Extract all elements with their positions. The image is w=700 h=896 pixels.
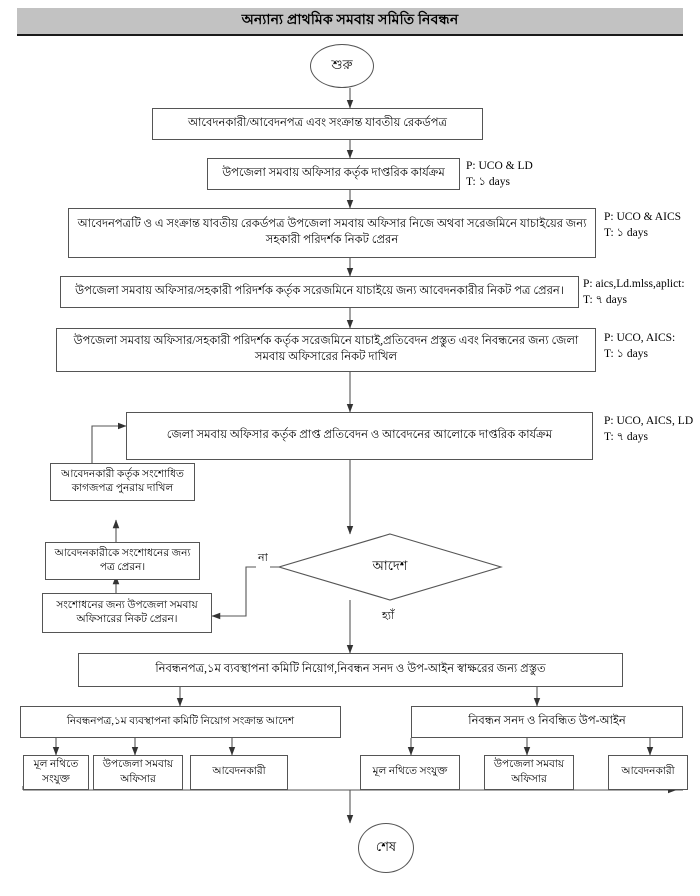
approval-branch-right-text: নিবন্ধন সনদ ও নিবন্ধিত উপ-আইন xyxy=(468,715,626,728)
process-box-step5: উপজেলা সমবায় অফিসার/সহকারী পরিদর্শক কর্… xyxy=(56,328,596,372)
recipient-left-1-text: মূল নথিতে সংযুক্ত xyxy=(33,759,79,785)
decision-label: আদেশ xyxy=(372,557,408,573)
decision-yes-label: হ্যাঁ xyxy=(380,607,397,626)
end-terminal: শেষ xyxy=(358,823,414,873)
step2-text: উপজেলা সমবায় অফিসার কর্তৃক দাপ্তরিক কার… xyxy=(222,167,445,180)
approval-prepare-text: নিবন্ধনপত্র,১ম ব্যবস্থাপনা কমিটি নিয়োগ,… xyxy=(155,663,546,676)
recipient-box-right-3: আবেদনকারী xyxy=(608,755,688,790)
note-step2-p: P: UCO & LD xyxy=(466,160,533,172)
approval-branch-left-text: নিবন্ধনপত্র,১ম ব্যবস্থাপনা কমিটি নিয়োগ … xyxy=(66,715,295,727)
process-box-step1: আবেদনকারী/আবেদনপত্র এবং সংক্রান্ত যাবতীয… xyxy=(152,108,483,140)
note-step2: P: UCO & LD T: ১ days xyxy=(466,159,533,190)
recipient-box-right-2: উপজেলা সমবায় অফিসার xyxy=(484,755,574,790)
recipient-right-2-text: উপজেলা সমবায় অফিসার xyxy=(493,759,565,785)
approval-box-branch-right: নিবন্ধন সনদ ও নিবন্ধিত উপ-আইন xyxy=(411,706,683,738)
process-box-step3: আবেদনপত্রটি ও এ সংক্রান্ত যাবতীয় রেকর্ড… xyxy=(68,208,596,258)
start-terminal: শুরু xyxy=(310,44,374,88)
correction-resubmit-text: আবেদনকারী কর্তৃক সংশোধিত কাগজপত্র পুনরায… xyxy=(61,468,184,494)
step4-text: উপজেলা সমবায় অফিসার/সহকারী পরিদর্শক কর্… xyxy=(75,285,564,298)
note-step5: P: UCO, AICS: T: ১ days xyxy=(604,331,675,362)
recipient-left-2-text: উপজেলা সমবায় অফিসার xyxy=(102,759,174,785)
process-box-step2: উপজেলা সমবায় অফিসার কর্তৃক দাপ্তরিক কার… xyxy=(207,158,460,190)
decision-no-label: না xyxy=(256,549,270,568)
process-box-step4: উপজেলা সমবায় অফিসার/সহকারী পরিদর্শক কর্… xyxy=(60,276,579,308)
note-step2-t: T: ১ days xyxy=(466,175,510,188)
step1-text: আবেদনকারী/আবেদনপত্র এবং সংক্রান্ত যাবতীয… xyxy=(188,117,447,130)
correction-box-forward: সংশোধনের জন্য উপজেলা সমবায় অফিসারের নিক… xyxy=(42,593,212,633)
note-step6-p: P: UCO, AICS, LD xyxy=(604,415,694,427)
approval-box-prepare: নিবন্ধনপত্র,১ম ব্যবস্থাপনা কমিটি নিয়োগ,… xyxy=(78,653,623,687)
correction-box-resubmit: আবেদনকারী কর্তৃক সংশোধিত কাগজপত্র পুনরায… xyxy=(50,463,195,501)
note-step4-p: P: aics,Ld.mlss,aplict: xyxy=(583,278,685,290)
recipient-box-left-3: আবেদনকারী xyxy=(190,755,288,790)
step5-text: উপজেলা সমবায় অফিসার/সহকারী পরিদর্শক কর্… xyxy=(73,335,579,363)
recipient-box-right-1: মূল নথিতে সংযুক্ত xyxy=(360,755,460,790)
note-step6: P: UCO, AICS, LD T: ৭ days xyxy=(604,414,693,445)
approval-box-branch-left: নিবন্ধনপত্র,১ম ব্যবস্থাপনা কমিটি নিয়োগ … xyxy=(20,706,341,738)
recipient-right-1-text: মূল নথিতে সংযুক্ত xyxy=(372,766,448,778)
note-step3-p: P: UCO & AICS xyxy=(604,211,682,223)
recipient-right-3-text: আবেদনকারী xyxy=(621,766,675,778)
step3-text: আবেদনপত্রটি ও এ সংক্রান্ত যাবতীয় রেকর্ড… xyxy=(77,218,587,246)
step6-text: জেলা সমবায় অফিসার কর্তৃক প্রাপ্ত প্রতিব… xyxy=(166,429,553,442)
page-header-banner: অন্যান্য প্রাথমিক সমবায় সমিতি নিবন্ধন xyxy=(17,8,683,36)
note-step6-t: T: ৭ days xyxy=(604,430,648,443)
correction-forward-text: সংশোধনের জন্য উপজেলা সমবায় অফিসারের নিক… xyxy=(56,599,198,625)
page-title: অন্যান্য প্রাথমিক সমবায় সমিতি নিবন্ধন xyxy=(241,13,459,28)
correction-box-letter: আবেদনকারীকে সংশোধনের জন্য পত্র প্রেরন। xyxy=(45,542,200,580)
note-step5-t: T: ১ days xyxy=(604,347,648,360)
note-step3-t: T: ১ days xyxy=(604,226,648,239)
end-label: শেষ xyxy=(375,838,397,854)
note-step3: P: UCO & AICS T: ১ days xyxy=(604,210,681,241)
recipient-box-left-2: উপজেলা সমবায় অফিসার xyxy=(93,755,183,790)
correction-letter-text: আবেদনকারীকে সংশোধনের জন্য পত্র প্রেরন। xyxy=(54,547,191,573)
note-step4-t: T: ৭ days xyxy=(583,293,627,306)
recipient-left-3-text: আবেদনকারী xyxy=(212,766,266,778)
recipient-box-left-1: মূল নথিতে সংযুক্ত xyxy=(23,755,89,790)
start-label: শুরু xyxy=(331,56,353,72)
process-box-step6: জেলা সমবায় অফিসার কর্তৃক প্রাপ্ত প্রতিব… xyxy=(126,412,593,460)
note-step4: P: aics,Ld.mlss,aplict: T: ৭ days xyxy=(583,277,685,308)
note-step5-p: P: UCO, AICS: xyxy=(604,332,676,344)
